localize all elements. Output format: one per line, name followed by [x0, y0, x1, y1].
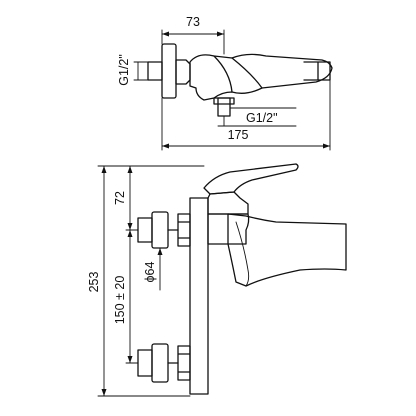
- dim-175-arrow-right: [323, 143, 330, 149]
- dim-73-label: 73: [186, 15, 200, 29]
- top-view-spout-end: [303, 61, 331, 81]
- dim-diameter-label: ϕ64: [143, 262, 157, 283]
- top-view-nut: [175, 59, 191, 85]
- top-view-lever: [213, 55, 263, 93]
- dim-150-label: 150 ± 20: [113, 276, 127, 325]
- top-view-mixer-body: [189, 53, 333, 101]
- side-view: 253 72 150 ± 20 ϕ64: [87, 163, 347, 397]
- top-view-outlet-collar: [213, 97, 235, 105]
- side-view-spout: [227, 213, 347, 287]
- side-view-spout-inner: [235, 221, 250, 287]
- side-view-upper-flange: [151, 211, 169, 249]
- side-view-lever: [203, 163, 299, 195]
- side-view-upper-stub: [137, 217, 153, 243]
- dim-150-arrow-bottom: [127, 356, 133, 363]
- top-view: 73 G1/2" G1/2" 175: [117, 15, 333, 151]
- side-view-lower-nut: [177, 345, 191, 381]
- dim-72-label: 72: [113, 191, 127, 205]
- dim-73-arrow-left: [162, 31, 169, 37]
- dim-72-arrow-top: [127, 166, 133, 173]
- top-view-inlet-stub: [147, 61, 163, 81]
- dim-253-label: 253: [87, 272, 101, 293]
- side-view-lower-stub: [137, 349, 153, 377]
- dim-175-label: 175: [228, 128, 249, 142]
- side-view-cartridge-head: [207, 191, 249, 215]
- top-view-outlet-stub: [217, 97, 231, 117]
- dim-outlet-thread-label: G1/2": [246, 111, 278, 125]
- dim-253-arrow-bottom: [101, 389, 107, 396]
- dim-inlet-thread-label: G1/2": [117, 54, 131, 86]
- side-view-body: [207, 213, 250, 245]
- side-view-riser: [189, 197, 209, 395]
- dim-diameter-arrow: [157, 248, 163, 255]
- dim-150-arrow-top: [127, 230, 133, 237]
- dim-72-arrow-bottom: [127, 223, 133, 230]
- dim-73-arrow-right: [217, 31, 224, 37]
- dim-175-arrow-left: [162, 143, 169, 149]
- top-view-wall-flange: [161, 43, 177, 99]
- dim-253-arrow-top: [101, 166, 107, 173]
- side-view-upper-nut: [177, 213, 191, 247]
- side-view-lower-flange: [151, 343, 169, 383]
